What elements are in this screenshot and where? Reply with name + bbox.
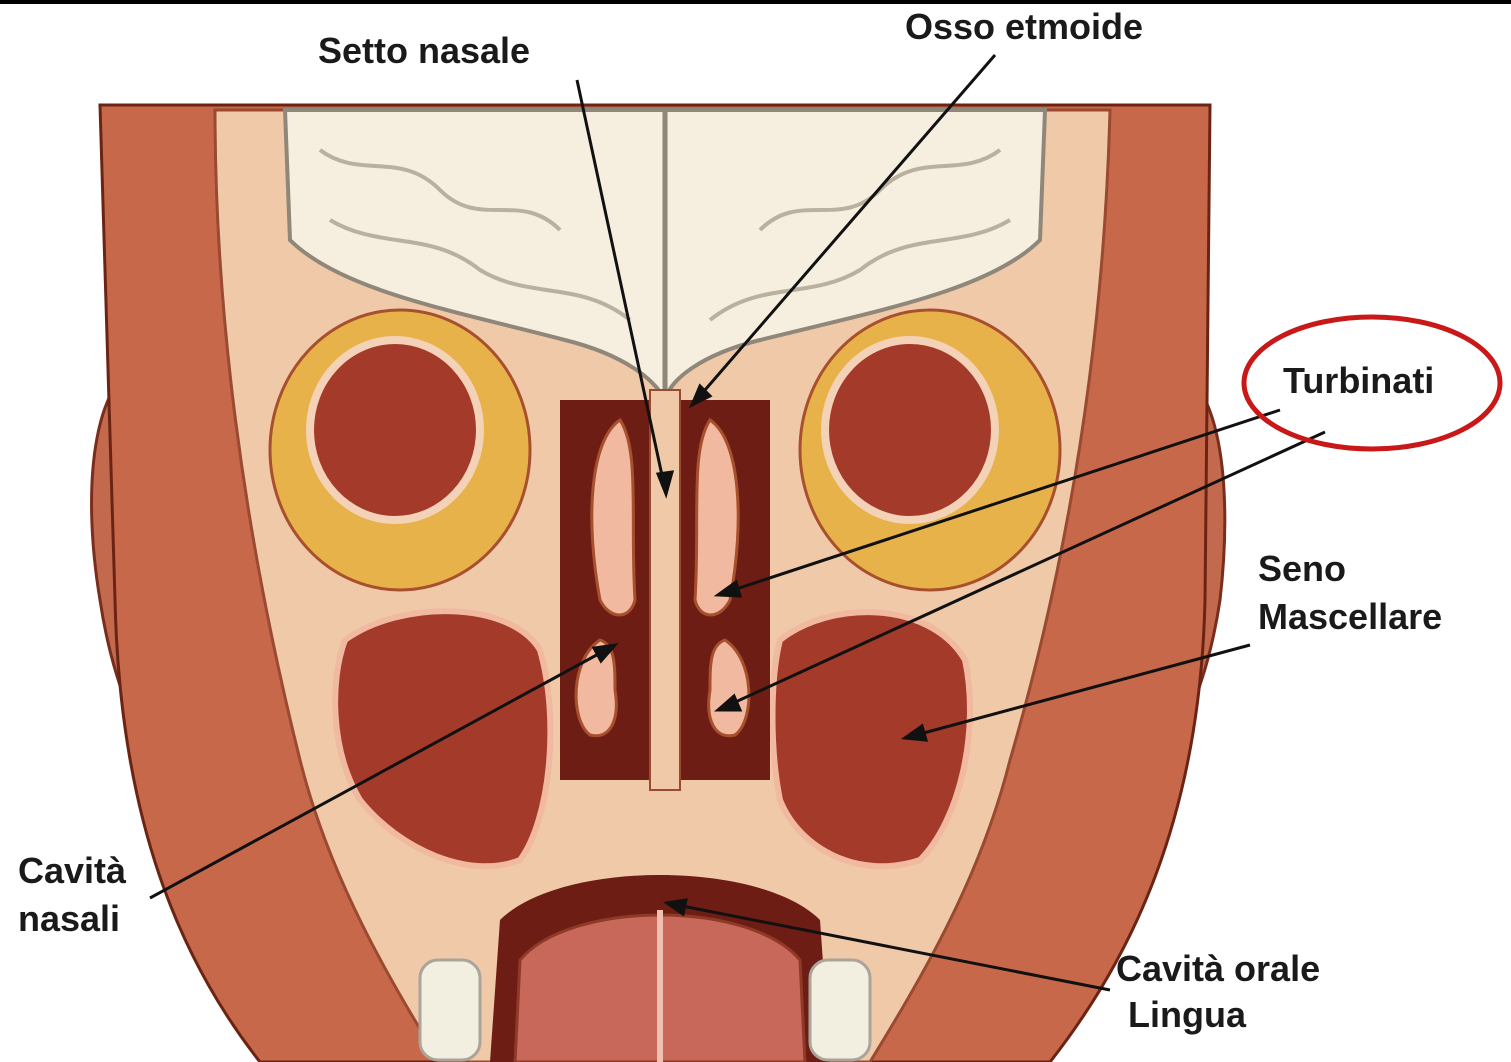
right-maxillary-sinus [773,612,970,866]
label-cavita-orale: Cavità orale [1116,948,1320,990]
right-eyeball [825,340,995,520]
label-setto-nasale: Setto nasale [318,30,530,72]
label-osso-etmoide: Osso etmoide [905,6,1143,48]
label-cavita-nasali-2: nasali [18,898,120,940]
right-teeth [810,960,870,1060]
nasal-septum [650,390,680,790]
label-turbinati: Turbinati [1283,360,1434,402]
label-lingua: Lingua [1128,994,1246,1036]
label-seno: Seno [1258,548,1346,590]
left-eyeball [310,340,480,520]
left-teeth [420,960,480,1060]
label-mascellare: Mascellare [1258,596,1442,638]
label-cavita-nasali-1: Cavità [18,850,126,892]
